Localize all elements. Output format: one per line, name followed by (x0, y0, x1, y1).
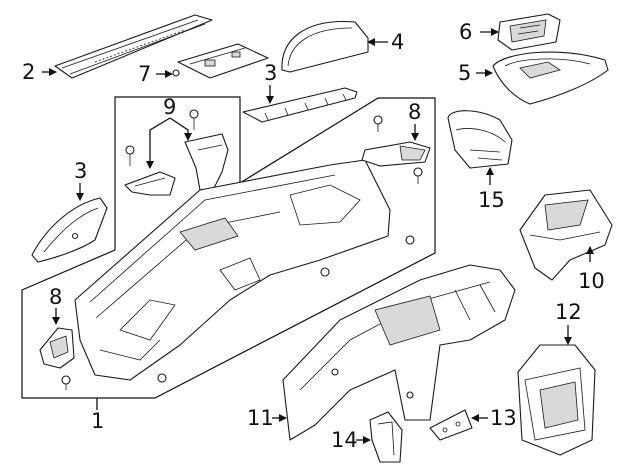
part-11-cross-car-beam (282, 264, 516, 441)
callout-10: 10 (578, 269, 605, 293)
part-8-lower-vent (39, 327, 75, 390)
callout-7: 7 (138, 62, 152, 86)
part-13-bracket-plate (429, 409, 473, 441)
callout-15: 15 (478, 188, 505, 212)
callout-14: 14 (331, 428, 358, 452)
leader-9-left (146, 117, 171, 169)
part-3-upper-trim (242, 87, 358, 123)
callout-1: 1 (91, 409, 105, 433)
callout-9: 9 (163, 95, 177, 119)
part-4-cover (281, 20, 369, 73)
callout-11: 11 (247, 406, 274, 430)
part-5-panel (492, 51, 609, 105)
callout-8-upper: 8 (408, 100, 422, 124)
part-9-ducts (124, 109, 229, 196)
callout-5: 5 (458, 61, 472, 85)
part-2-defroster-panel (54, 14, 213, 79)
callout-12: 12 (555, 300, 582, 324)
part-7-bracket (172, 43, 269, 79)
callout-3-side: 3 (74, 159, 88, 183)
part-6-bezel (497, 13, 561, 51)
callout-2: 2 (22, 60, 36, 84)
part-14-side-panel (369, 411, 403, 463)
leader-9-right (169, 117, 192, 141)
part-15-console-cap (447, 110, 513, 169)
part-1-instrument-panel (74, 159, 415, 383)
callout-13: 13 (490, 406, 517, 430)
assembly-frame (21, 96, 436, 399)
callout-8-lower: 8 (49, 285, 63, 309)
callout-3-upper: 3 (264, 61, 278, 85)
part-10-bracket (519, 189, 613, 281)
leader-lines (42, 28, 594, 444)
part-3-side-trim (31, 197, 108, 263)
part-12-box (517, 344, 596, 456)
callout-6: 6 (459, 20, 473, 44)
callout-4: 4 (391, 30, 405, 54)
part-8-upper-vent (361, 115, 431, 184)
